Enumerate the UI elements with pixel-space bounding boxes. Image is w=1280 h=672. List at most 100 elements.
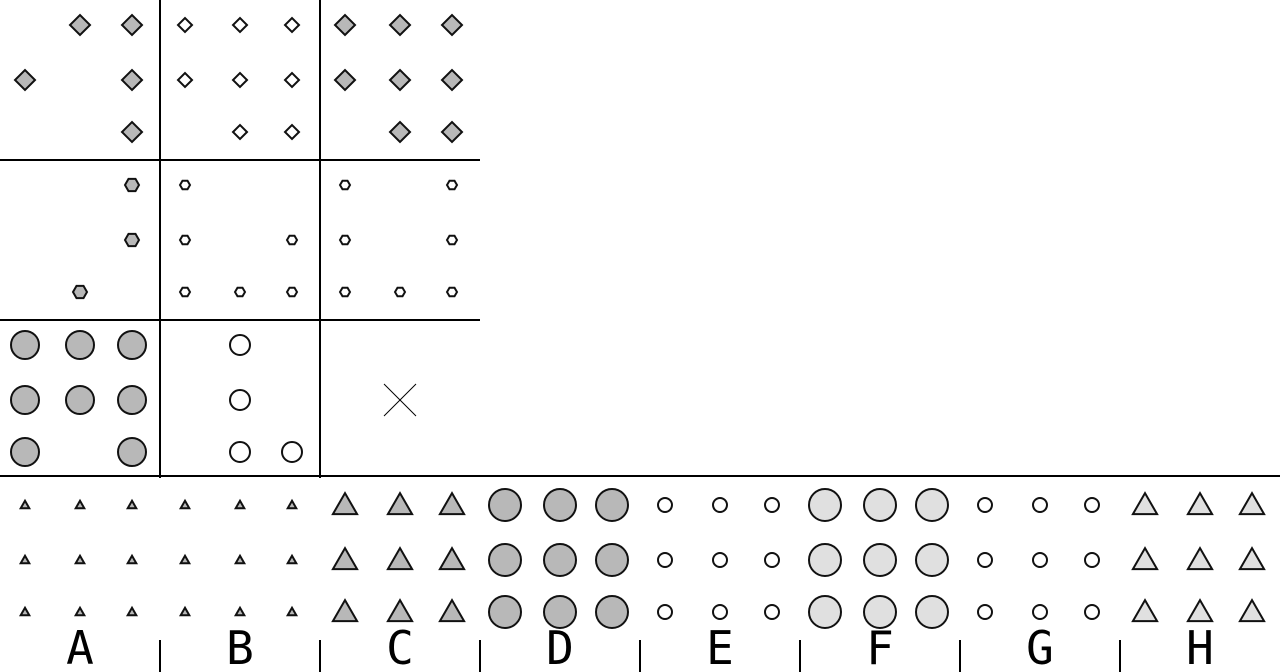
matrix-diamond-shape — [333, 13, 357, 37]
option-triangle-shape — [438, 598, 466, 623]
matrix-diamond-shape — [120, 68, 144, 92]
option-circle-shape — [712, 604, 728, 620]
option-triangle-shape — [331, 598, 359, 623]
option-circle-shape — [977, 604, 993, 620]
matrix-circle-shape — [281, 441, 303, 463]
option-circle-shape — [764, 497, 780, 513]
matrix-circle-shape — [65, 385, 95, 415]
option-f[interactable]: F — [808, 488, 949, 672]
matrix-hexagon-shape — [338, 234, 352, 246]
option-triangle-shape — [1238, 598, 1266, 623]
matrix-diamond-shape — [68, 13, 92, 37]
matrix-hexagon-shape — [338, 179, 352, 191]
option-circle-shape — [712, 497, 728, 513]
option-triangle-shape — [125, 553, 139, 565]
option-triangle-shape — [386, 546, 414, 571]
matrix-cell-4 — [71, 177, 141, 300]
matrix-diamond-shape — [440, 120, 464, 144]
option-triangle-shape — [233, 498, 247, 510]
option-triangle-shape — [73, 553, 87, 565]
matrix-circle-shape — [229, 441, 251, 463]
matrix-cell-5 — [178, 179, 299, 298]
option-e[interactable]: E — [657, 497, 780, 672]
matrix-circle-shape — [65, 330, 95, 360]
option-triangle-shape — [1186, 546, 1214, 571]
option-c[interactable]: C — [331, 491, 466, 672]
option-circle-shape — [543, 488, 577, 522]
matrix-circle-shape — [10, 437, 40, 467]
option-circle-shape — [543, 595, 577, 629]
matrix-diamond-shape — [13, 68, 37, 92]
matrix-diamond-shape — [120, 13, 144, 37]
option-triangle-shape — [125, 498, 139, 510]
matrix-hexagon-shape — [233, 286, 247, 298]
option-h[interactable]: H — [1131, 491, 1266, 672]
matrix-diamond-shape — [283, 123, 301, 141]
option-label-b: B — [226, 621, 254, 672]
option-a[interactable]: A — [18, 498, 139, 672]
matrix-diamond-shape — [231, 16, 249, 34]
option-triangle-shape — [125, 605, 139, 617]
option-triangle-shape — [386, 491, 414, 516]
option-triangle-shape — [331, 546, 359, 571]
matrix-hexagon-shape — [445, 179, 459, 191]
option-circle-shape — [808, 488, 842, 522]
option-circle-shape — [1084, 604, 1100, 620]
option-triangle-shape — [18, 553, 32, 565]
option-circle-shape — [808, 595, 842, 629]
option-g[interactable]: G — [977, 497, 1100, 672]
option-circle-shape — [764, 604, 780, 620]
option-circle-shape — [863, 595, 897, 629]
missing-cell-mark — [383, 383, 417, 417]
matrix-hexagon-shape — [285, 286, 299, 298]
option-circle-shape — [1084, 552, 1100, 568]
matrix-hexagon-shape — [71, 284, 89, 300]
option-triangle-shape — [1186, 598, 1214, 623]
option-triangle-shape — [73, 605, 87, 617]
option-d[interactable]: D — [488, 488, 629, 672]
option-circle-shape — [595, 488, 629, 522]
option-triangle-shape — [233, 605, 247, 617]
matrix-diamond-shape — [176, 16, 194, 34]
option-triangle-shape — [1131, 598, 1159, 623]
option-triangle-shape — [386, 598, 414, 623]
matrix-diamond-shape — [176, 71, 194, 89]
matrix-circle-shape — [229, 334, 251, 356]
option-circle-shape — [915, 543, 949, 577]
option-triangle-shape — [233, 553, 247, 565]
matrix-diamond-shape — [120, 120, 144, 144]
option-circle-shape — [657, 552, 673, 568]
matrix-diamond-shape — [231, 123, 249, 141]
matrix-cells — [10, 13, 464, 467]
matrix-hexagon-shape — [393, 286, 407, 298]
matrix-grid-lines — [0, 0, 480, 478]
option-triangle-shape — [18, 498, 32, 510]
option-circle-shape — [977, 497, 993, 513]
option-circle-shape — [863, 543, 897, 577]
option-circle-shape — [915, 595, 949, 629]
option-triangle-shape — [178, 553, 192, 565]
option-label-c: C — [386, 621, 414, 672]
option-label-f: F — [866, 621, 894, 672]
option-triangle-shape — [73, 498, 87, 510]
option-circle-shape — [1032, 497, 1048, 513]
option-circle-shape — [712, 552, 728, 568]
option-triangle-shape — [438, 546, 466, 571]
option-triangle-shape — [178, 498, 192, 510]
option-triangle-shape — [285, 498, 299, 510]
matrix-circle-shape — [229, 389, 251, 411]
option-b[interactable]: B — [178, 498, 299, 672]
option-label-a: A — [66, 621, 94, 672]
matrix-circle-shape — [117, 437, 147, 467]
option-triangle-shape — [285, 605, 299, 617]
option-label-g: G — [1026, 621, 1054, 672]
option-label-d: D — [546, 621, 574, 672]
option-triangle-shape — [1238, 491, 1266, 516]
matrix-diamond-shape — [388, 13, 412, 37]
matrix-diamond-shape — [283, 71, 301, 89]
option-triangle-shape — [178, 605, 192, 617]
option-separators — [159, 640, 1121, 672]
option-circle-shape — [595, 543, 629, 577]
option-triangle-shape — [1186, 491, 1214, 516]
